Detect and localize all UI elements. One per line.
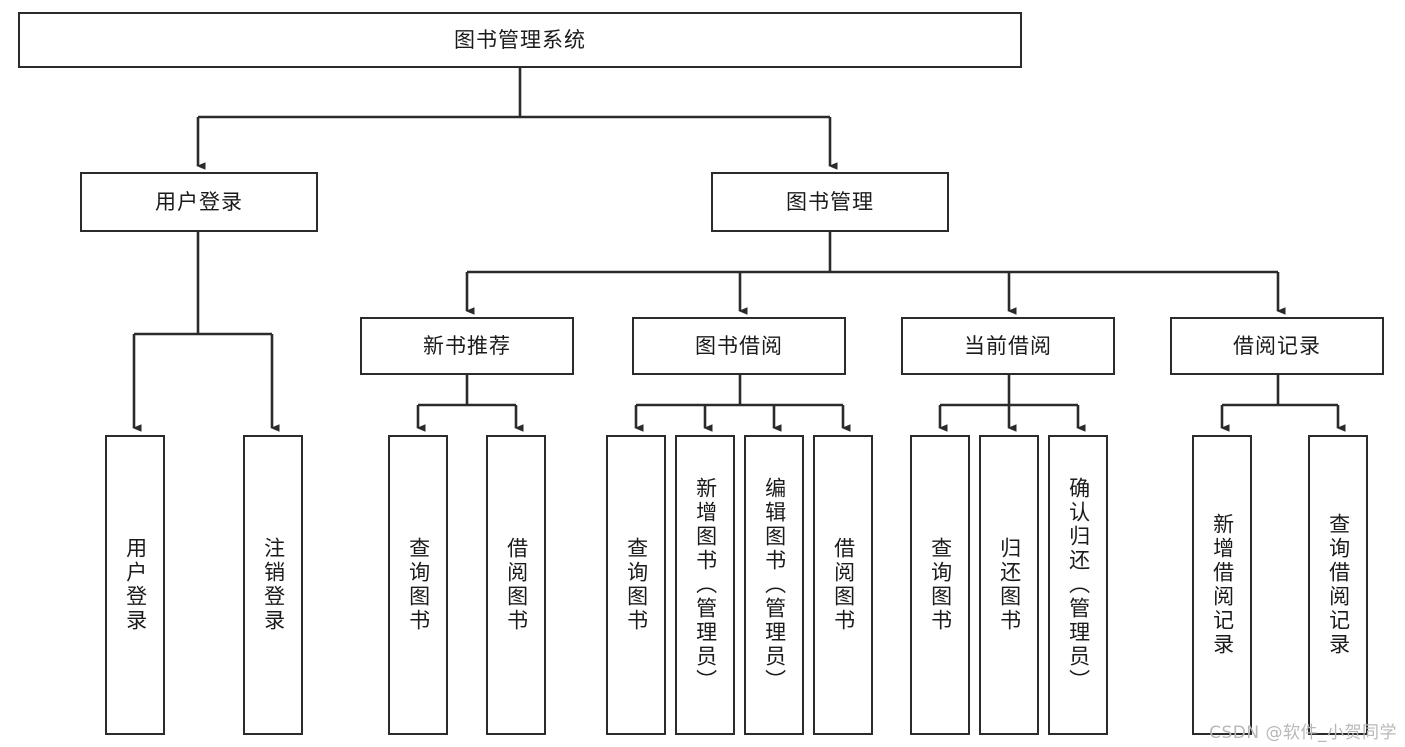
- leaf-book-borrow-query[interactable]: 查询图书: [606, 435, 666, 735]
- node-borrow-record-label: 借阅记录: [1233, 333, 1321, 358]
- leaf-new-book-query-label: 查询图书: [406, 537, 431, 633]
- leaf-new-book-query[interactable]: 查询图书: [388, 435, 448, 735]
- leaf-current-confirm-return[interactable]: 确认归还（管理员）: [1048, 435, 1108, 735]
- node-new-book-recommend-label: 新书推荐: [423, 333, 511, 358]
- leaf-book-lend-label: 借阅图书: [831, 537, 856, 633]
- leaf-book-lend[interactable]: 借阅图书: [813, 435, 873, 735]
- leaf-record-query-label: 查询借阅记录: [1326, 513, 1351, 657]
- node-book-borrow[interactable]: 图书借阅: [632, 317, 846, 375]
- leaf-book-add[interactable]: 新增图书（管理员）: [675, 435, 735, 735]
- leaf-user-login-label: 用户登录: [123, 537, 148, 633]
- leaf-book-borrow-query-label: 查询图书: [624, 537, 649, 633]
- leaf-record-add[interactable]: 新增借阅记录: [1192, 435, 1252, 735]
- leaf-new-book-borrow[interactable]: 借阅图书: [486, 435, 546, 735]
- leaf-current-return[interactable]: 归还图书: [979, 435, 1039, 735]
- leaf-record-add-label: 新增借阅记录: [1210, 513, 1235, 657]
- leaf-current-query[interactable]: 查询图书: [910, 435, 970, 735]
- leaf-new-book-borrow-label: 借阅图书: [504, 537, 529, 633]
- leaf-record-query[interactable]: 查询借阅记录: [1308, 435, 1368, 735]
- node-borrow-record[interactable]: 借阅记录: [1170, 317, 1384, 375]
- node-root-label: 图书管理系统: [454, 27, 586, 52]
- leaf-book-add-label: 新增图书（管理员）: [693, 477, 718, 693]
- leaf-book-edit-label: 编辑图书（管理员）: [762, 477, 787, 693]
- leaf-user-login[interactable]: 用户登录: [105, 435, 165, 735]
- node-current-borrow-label: 当前借阅: [964, 333, 1052, 358]
- node-user-login-label: 用户登录: [155, 189, 243, 214]
- watermark: CSDN @软件_小贺同学: [1209, 723, 1397, 743]
- node-current-borrow[interactable]: 当前借阅: [901, 317, 1115, 375]
- node-book-borrow-label: 图书借阅: [695, 333, 783, 358]
- node-user-login[interactable]: 用户登录: [80, 172, 318, 232]
- leaf-current-query-label: 查询图书: [928, 537, 953, 633]
- node-root[interactable]: 图书管理系统: [18, 12, 1022, 68]
- leaf-user-logout-label: 注销登录: [261, 537, 286, 633]
- node-book-manage[interactable]: 图书管理: [711, 172, 949, 232]
- leaf-book-edit[interactable]: 编辑图书（管理员）: [744, 435, 804, 735]
- leaf-current-return-label: 归还图书: [997, 537, 1022, 633]
- node-new-book-recommend[interactable]: 新书推荐: [360, 317, 574, 375]
- leaf-current-confirm-return-label: 确认归还（管理员）: [1066, 477, 1091, 693]
- leaf-user-logout[interactable]: 注销登录: [243, 435, 303, 735]
- node-book-manage-label: 图书管理: [786, 189, 874, 214]
